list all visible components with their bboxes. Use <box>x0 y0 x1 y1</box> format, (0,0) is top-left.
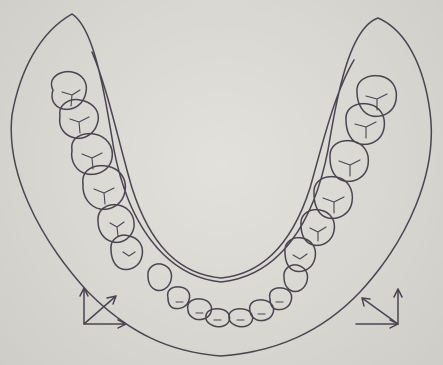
tooth-center-left-incisor <box>206 309 230 327</box>
fissure <box>323 197 344 213</box>
left-posterior-teeth <box>51 72 142 270</box>
fissure <box>70 117 89 133</box>
anterior-teeth <box>148 264 308 327</box>
tooth-left-central-incisor <box>188 299 212 320</box>
arch-inner-outline <box>92 52 354 278</box>
fissure <box>339 160 360 176</box>
fissure <box>355 122 376 138</box>
fissure <box>110 222 124 236</box>
tooth-right-molar-2 <box>346 104 384 145</box>
fissure <box>310 227 326 241</box>
tooth-left-molar-4 <box>83 166 126 210</box>
tooth-left-premolar-2 <box>111 235 143 269</box>
tooth-center-right-incisor <box>229 309 253 327</box>
fissure <box>293 254 307 259</box>
tooth-left-canine <box>148 264 172 291</box>
tooth-left-lateral-incisor <box>168 287 190 309</box>
fissure <box>94 188 114 204</box>
right-posterior-teeth <box>285 76 396 272</box>
fissure <box>82 153 102 169</box>
arch-outer-outline <box>11 14 431 356</box>
right-axis-arrows-icon <box>356 289 402 328</box>
fissure <box>123 252 135 256</box>
tooth-left-premolar-1 <box>98 205 134 243</box>
tooth-left-molar-1 <box>51 72 86 110</box>
tooth-right-molar-3 <box>330 141 368 182</box>
left-axis-arrows-icon <box>80 288 126 328</box>
tooth-right-canine <box>284 265 308 292</box>
